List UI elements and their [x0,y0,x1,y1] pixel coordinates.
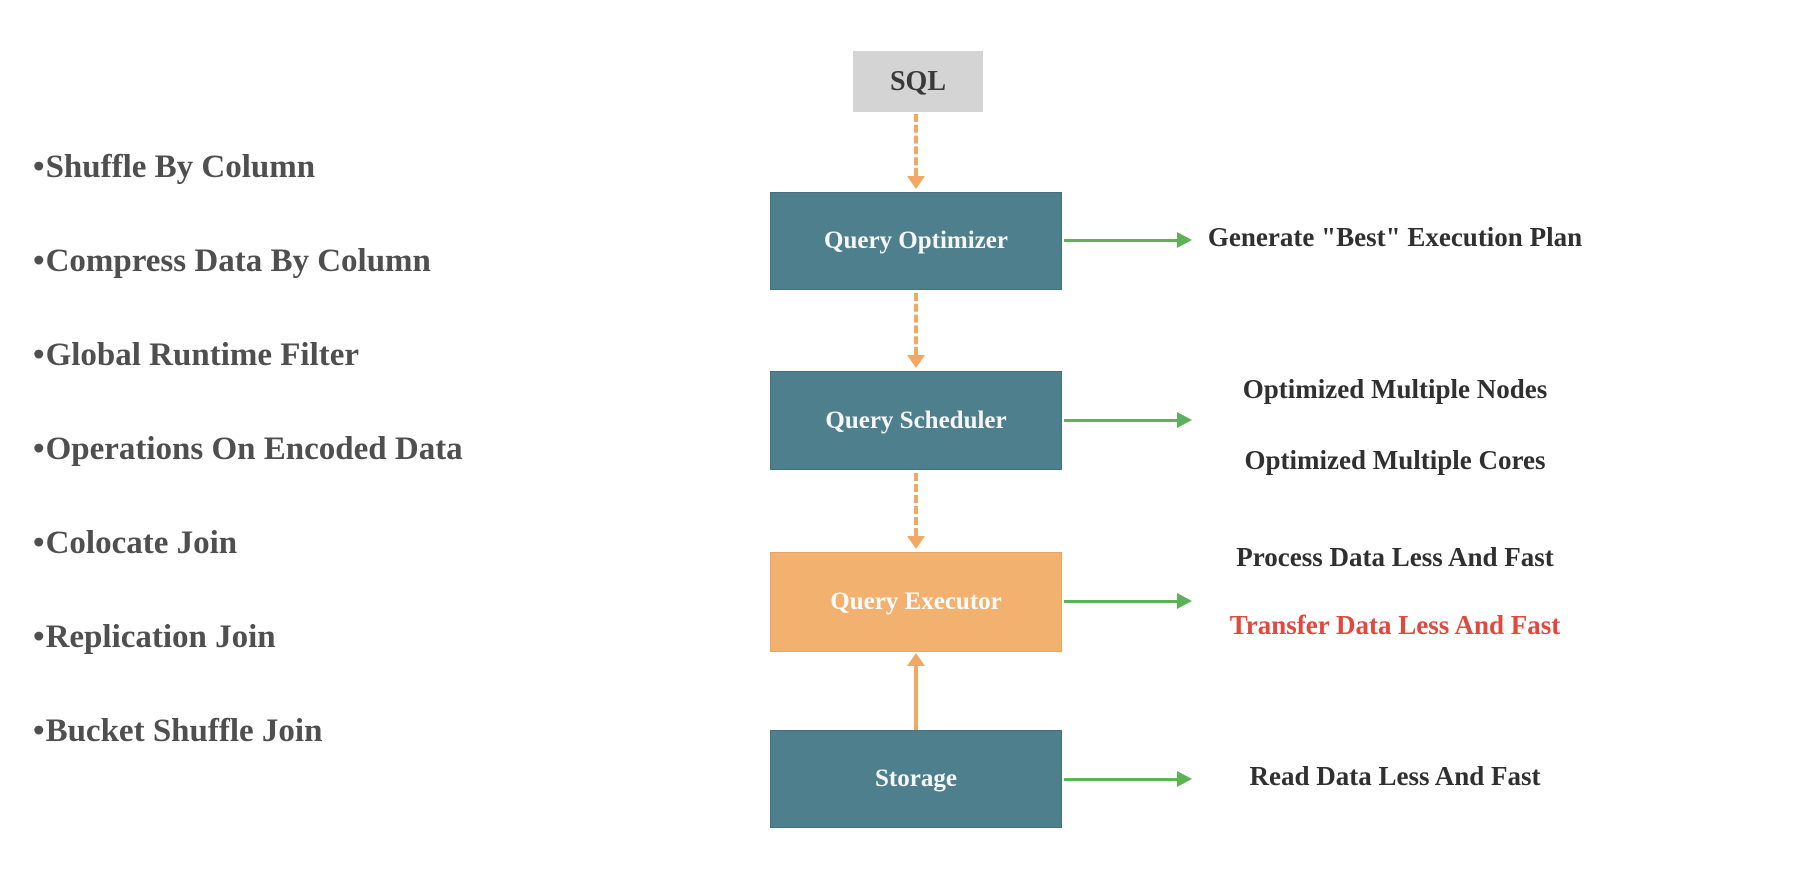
node-sql-label: SQL [889,65,947,97]
bullet-item-shuffle-by-column: •Shuffle By Column [33,147,463,187]
edge-scheduler-to-executor-line [914,473,918,536]
feature-bullet-list: •Shuffle By Column •Compress Data By Col… [33,147,463,805]
bullet-dot: • [33,713,45,749]
bullet-item-replication-join: •Replication Join [33,617,463,657]
annotation-scheduler-nodes: Optimized Multiple Nodes [1242,374,1548,404]
node-query-scheduler: Query Scheduler [770,371,1062,470]
node-sql: SQL [853,51,983,112]
annotation-storage-read: Read Data Less And Fast [1249,761,1541,791]
arrow-right-icon [1177,771,1192,787]
bullet-item-compress-data-by-column: •Compress Data By Column [33,241,463,281]
arrow-right-icon [1177,412,1192,428]
green-arrow-executor-line [1064,600,1177,603]
node-query-executor: Query Executor [770,552,1062,652]
annotation-optimizer: Generate "Best" Execution Plan [1207,222,1583,252]
bullet-item-label: Bucket Shuffle Join [45,713,323,749]
node-query-scheduler-label: Query Scheduler [825,406,1007,434]
arrow-right-icon [1177,593,1192,609]
green-arrow-storage-line [1064,778,1177,781]
bullet-dot: • [33,149,45,185]
node-query-optimizer-label: Query Optimizer [824,227,1008,254]
bullet-dot: • [33,337,45,373]
node-storage-label: Storage [875,765,957,792]
node-query-executor-label: Query Executor [830,588,1002,615]
bullet-item-label: Replication Join [45,619,276,655]
bullet-dot: • [33,525,45,561]
arrow-down-icon [907,536,925,549]
arrow-up-icon [907,653,925,666]
bullet-item-colocate-join: •Colocate Join [33,523,463,563]
edge-storage-to-executor-line [914,666,918,730]
bullet-item-global-runtime-filter: •Global Runtime Filter [33,335,463,375]
bullet-item-label: Operations On Encoded Data [45,431,463,467]
node-storage: Storage [770,730,1062,828]
bullet-dot: • [33,431,45,467]
green-arrow-scheduler-line [1064,419,1177,422]
arrow-down-icon [907,176,925,189]
edge-optimizer-to-scheduler-line [914,293,918,355]
bullet-dot: • [33,243,45,279]
annotation-scheduler-cores: Optimized Multiple Cores [1244,445,1546,475]
bullet-item-bucket-shuffle-join: •Bucket Shuffle Join [33,711,463,751]
bullet-dot: • [33,619,45,655]
node-query-optimizer: Query Optimizer [770,192,1062,290]
arrow-right-icon [1177,232,1192,248]
bullet-item-label: Global Runtime Filter [45,337,360,373]
edge-sql-to-optimizer-line [914,114,918,176]
green-arrow-optimizer-line [1064,239,1177,242]
bullet-item-label: Colocate Join [45,525,238,561]
annotation-executor-process: Process Data Less And Fast [1236,542,1554,572]
annotation-executor-transfer: Transfer Data Less And Fast [1229,610,1561,640]
arrow-down-icon [907,355,925,368]
bullet-item-label: Compress Data By Column [45,243,431,279]
bullet-item-operations-on-encoded-data: •Operations On Encoded Data [33,429,463,469]
bullet-item-label: Shuffle By Column [45,149,316,185]
